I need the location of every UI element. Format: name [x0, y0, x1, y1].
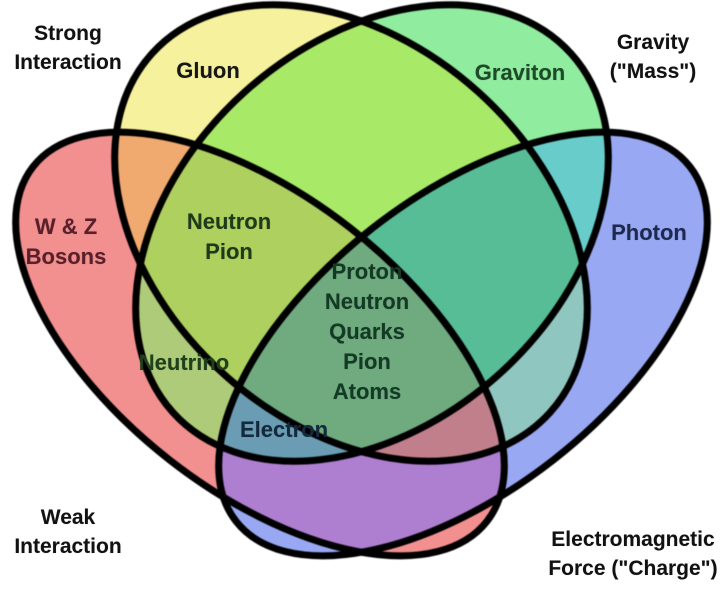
label-line: Gravity — [616, 31, 690, 54]
label-gluon: Gluon — [176, 56, 240, 86]
outline-gravity-ellipse — [132, 1, 612, 465]
label-line: Neutron — [186, 209, 272, 234]
label-line: Pion — [205, 239, 253, 264]
label-line: ("Mass") — [609, 60, 697, 83]
label-electron: Electron — [240, 415, 328, 445]
label-electromagnetic-force: Electromagnetic Force ("Charge") — [548, 525, 717, 583]
label-photon: Photon — [611, 218, 687, 248]
outline-weak-ellipse — [12, 128, 508, 560]
label-line: Quarks — [329, 319, 405, 344]
label-line: Neutron — [324, 289, 410, 314]
label-line: Bosons — [25, 244, 107, 269]
label-line: Electromagnetic — [551, 528, 715, 551]
label-neutrino: Neutrino — [139, 348, 229, 378]
label-line: Force ("Charge") — [548, 557, 718, 580]
label-line: W & Z — [34, 214, 98, 239]
label-line: Strong — [34, 22, 102, 45]
label-gravity-mass: Gravity ("Mass") — [610, 28, 696, 86]
label-line: Neutrino — [138, 350, 230, 375]
label-weak-interaction: Weak Interaction — [14, 503, 121, 561]
label-center-particles: Proton Neutron Quarks Pion Atoms — [325, 257, 409, 407]
label-line: Interaction — [14, 51, 122, 74]
label-graviton: Graviton — [475, 58, 565, 88]
outline-em-ellipse — [215, 128, 711, 560]
label-line: Photon — [611, 220, 687, 245]
label-strong-interaction: Strong Interaction — [14, 19, 121, 77]
label-line: Interaction — [14, 535, 122, 558]
label-line: Graviton — [474, 60, 566, 85]
label-line: Proton — [331, 259, 403, 284]
label-neutron-pion: Neutron Pion — [187, 207, 271, 267]
label-line: Atoms — [332, 379, 402, 404]
label-line: Gluon — [176, 58, 240, 83]
outline-strong-ellipse — [111, 1, 591, 465]
label-line: Electron — [239, 417, 329, 442]
label-line: Weak — [40, 506, 96, 529]
label-wz-bosons: W & Z Bosons — [26, 212, 107, 272]
label-line: Pion — [343, 349, 391, 374]
